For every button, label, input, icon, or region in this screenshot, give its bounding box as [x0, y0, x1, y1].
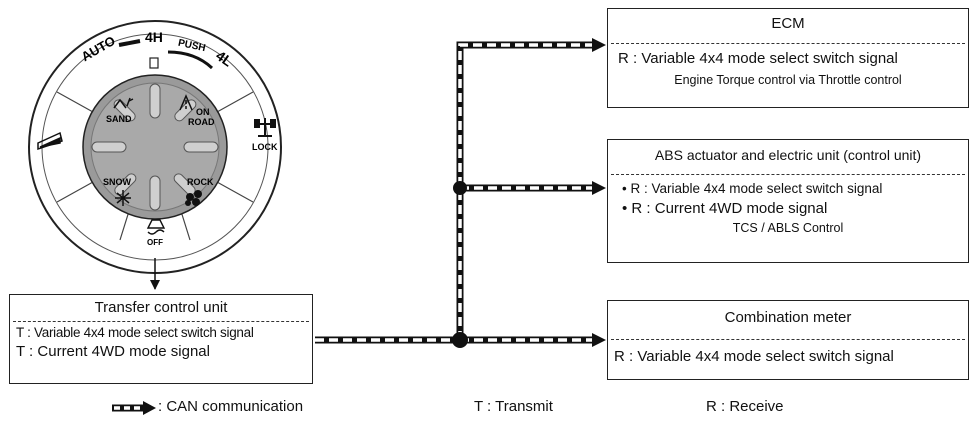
rock-icon	[185, 190, 202, 206]
abs-box: ABS actuator and electric unit (control …	[607, 139, 969, 263]
arrowhead-ecm	[592, 38, 606, 52]
combination-meter-title: Combination meter	[724, 309, 852, 326]
diff-lock-icon	[254, 118, 276, 137]
legend-can: : CAN communication	[158, 398, 304, 415]
box-divider	[611, 339, 965, 340]
ecm-line-2: Engine Torque control via Throttle contr…	[674, 73, 902, 87]
transfer-control-unit-title: Transfer control unit	[94, 299, 228, 316]
pointer-notch	[149, 57, 159, 69]
mode-label-sand: SAND	[106, 114, 132, 124]
box-divider	[611, 174, 965, 175]
ecm-box: ECM R : Variable 4x4 mode select switch …	[607, 8, 969, 108]
on-road-icon	[179, 94, 193, 111]
auto-to-4h-bar	[118, 39, 141, 47]
push-arc	[167, 50, 214, 70]
arrowhead-abs	[592, 181, 606, 195]
lock-label: LOCK	[252, 142, 278, 152]
abs-line-3: TCS / ABLS Control	[732, 221, 844, 235]
transfer-control-unit-box: Transfer control unit T : Variable 4x4 m…	[9, 294, 313, 384]
mode-label-road: ROAD	[188, 117, 215, 127]
legend-can-symbol	[112, 401, 156, 415]
abs-line-1: • R : Variable 4x4 mode select switch si…	[622, 181, 883, 196]
abs-line-2: • R : Current 4WD mode signal	[622, 200, 828, 217]
box-divider	[13, 321, 309, 322]
sand-icon	[113, 97, 134, 109]
junction-combination	[452, 332, 468, 348]
mode-label-on: ON	[196, 107, 210, 117]
arc-label-4h: 4H	[145, 29, 163, 45]
mode-label-snow: SNOW	[103, 177, 132, 187]
combination-line-1: R : Variable 4x4 mode select switch sign…	[614, 348, 894, 365]
mode-select-switch: AUTO 4H PUSH 4L SAND ON	[28, 20, 282, 274]
mode-label-rock: ROCK	[187, 177, 214, 187]
hill-descent-icon	[37, 131, 63, 151]
traction-off-icon	[146, 219, 166, 235]
arrowhead-combination	[592, 333, 606, 347]
box-divider	[611, 43, 965, 44]
legend-receive: R : Receive	[706, 398, 784, 415]
abs-title: ABS actuator and electric unit (control …	[654, 147, 922, 163]
legend-transmit: T : Transmit	[474, 398, 553, 415]
junction-abs	[453, 181, 467, 195]
ecm-title: ECM	[771, 15, 805, 32]
snow-icon	[115, 190, 131, 206]
off-label: OFF	[147, 238, 163, 247]
can-bus	[315, 38, 606, 348]
combination-meter-box: Combination meter R : Variable 4x4 mode …	[607, 300, 969, 380]
transfer-line-2: T : Current 4WD mode signal	[16, 343, 210, 360]
transfer-line-1: T : Variable 4x4 mode select switch sign…	[16, 325, 254, 340]
ecm-line-1: R : Variable 4x4 mode select switch sign…	[618, 50, 898, 67]
